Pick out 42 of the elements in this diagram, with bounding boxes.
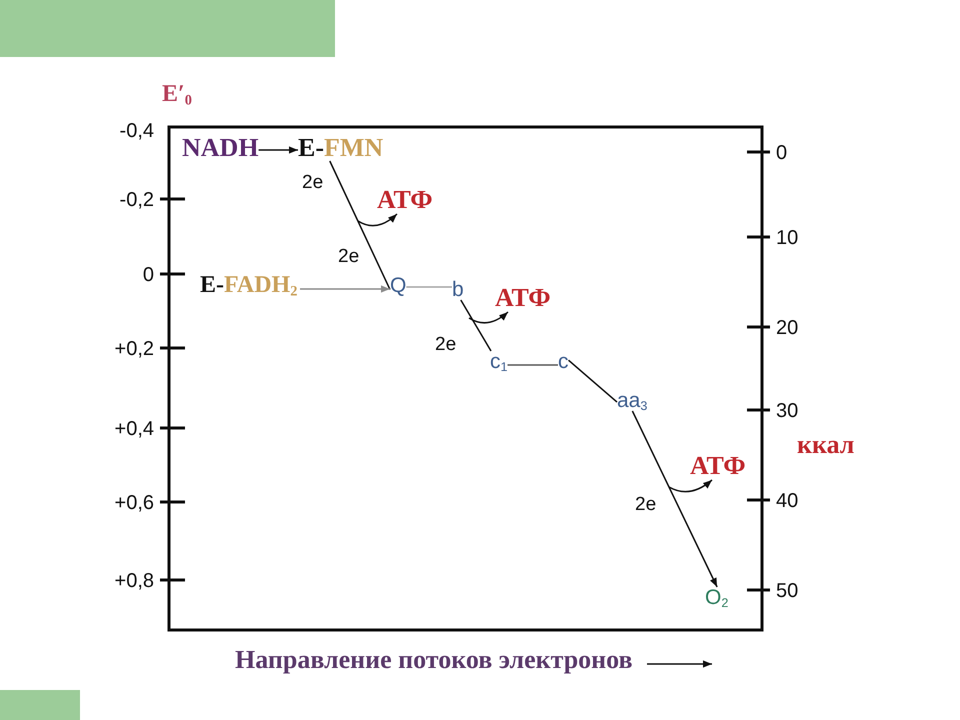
- tick-label: -0,4: [120, 121, 154, 141]
- arrow: [632, 410, 718, 588]
- carrier-label: Q: [390, 275, 406, 296]
- tick-label: -0,2: [120, 190, 154, 210]
- curved-arrow: [468, 311, 508, 324]
- atp-label: АТФ: [495, 285, 551, 311]
- connector-line: [568, 360, 618, 403]
- tick-label: +0,8: [114, 571, 154, 591]
- tick-label: +0,2: [114, 339, 154, 359]
- atp-label: АТФ: [690, 453, 746, 479]
- carrier-label: b: [452, 279, 464, 300]
- carrier-label: aa$_{3}$: [617, 390, 648, 411]
- tick-label: 0: [776, 143, 788, 163]
- tick-label: 10: [776, 228, 798, 248]
- tick-label: 50: [776, 581, 798, 601]
- cofactor-label: FADH$_{2}$: [224, 272, 298, 298]
- connector-line: [460, 300, 492, 352]
- axis-unit: ккал: [797, 432, 854, 458]
- tick-label: 0: [142, 265, 154, 285]
- tick-label: +0,4: [114, 419, 154, 439]
- arrow: [258, 146, 298, 154]
- acceptor-label: O$_{2}$: [705, 587, 728, 608]
- tick-label: 40: [776, 491, 798, 511]
- connector-line: [508, 364, 558, 366]
- atp-label: АТФ: [377, 187, 433, 213]
- cofactor-label: FMN: [324, 133, 384, 162]
- enzyme-prefix: E-: [200, 272, 224, 298]
- connector-line: [406, 286, 452, 288]
- donor-label: NADH: [182, 135, 259, 161]
- curved-arrow: [358, 213, 398, 226]
- tick-label: 20: [776, 318, 798, 338]
- curved-arrow: [668, 479, 712, 492]
- electron-label: 2e: [338, 247, 360, 266]
- tick-label: 30: [776, 401, 798, 421]
- carrier-label: c$_{1}$: [490, 351, 508, 372]
- tick-label: +0,6: [114, 493, 154, 513]
- axis-title: Направление потоков электронов: [235, 647, 633, 673]
- connector-line: [329, 160, 391, 290]
- axis-title: E′$_{0}$: [162, 82, 192, 106]
- arrow: [300, 285, 390, 293]
- carrier-label: c: [558, 351, 568, 372]
- enzyme-prefix: E-: [298, 133, 324, 162]
